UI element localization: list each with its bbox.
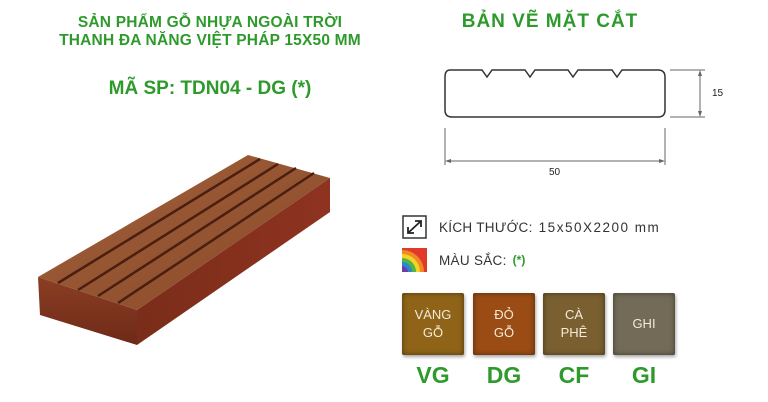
size-value: 15x50X2200 mm [538,219,661,235]
size-label: KÍCH THƯỚC: [439,219,533,235]
resize-icon [402,215,427,239]
swatch-line1: ĐỎ [494,307,514,322]
swatch-line2: GỖ [493,325,515,340]
swatch-ca-phe[interactable]: CÀ PHÊ [543,293,605,355]
swatch-line1: GHI [632,316,656,331]
product-image [38,155,330,345]
height-dimension-label: 15 [712,88,724,99]
swatch-ghi[interactable]: GHI [613,293,675,355]
drawing-title: BẢN VẼ MẶT CẮT [461,11,639,32]
rainbow-icon [402,248,427,272]
color-code-gi: GI [631,362,657,388]
swatch-vang-go[interactable]: VÀNG GỖ [402,293,464,355]
product-code: MÃ SP: TDN04 - DG (*) [108,78,312,99]
color-code-dg: DG [486,362,522,388]
product-title-line1: SẢN PHẨM GỖ NHỰA NGOÀI TRỜI [77,14,343,31]
color-value: (*) [512,253,526,267]
swatch-do-go[interactable]: ĐỎ GỖ [473,293,535,355]
color-label: MÀU SẮC: [439,252,507,268]
color-spec-row: MÀU SẮC: (*) [402,248,525,272]
swatch-line2: PHÊ [560,325,588,340]
size-spec-row: KÍCH THƯỚC: 15x50X2200 mm [402,215,660,239]
swatch-line1: VÀNG [414,307,452,322]
cross-section-drawing [444,69,705,165]
color-code-vg: VG [416,362,450,388]
swatch-line1: CÀ [564,307,584,322]
width-dimension-label: 50 [549,167,561,178]
product-title-line2: THANH ĐA NĂNG VIỆT PHÁP 15X50 MM [59,32,361,49]
color-code-cf: CF [558,362,590,388]
swatch-line2: GỖ [422,325,444,340]
